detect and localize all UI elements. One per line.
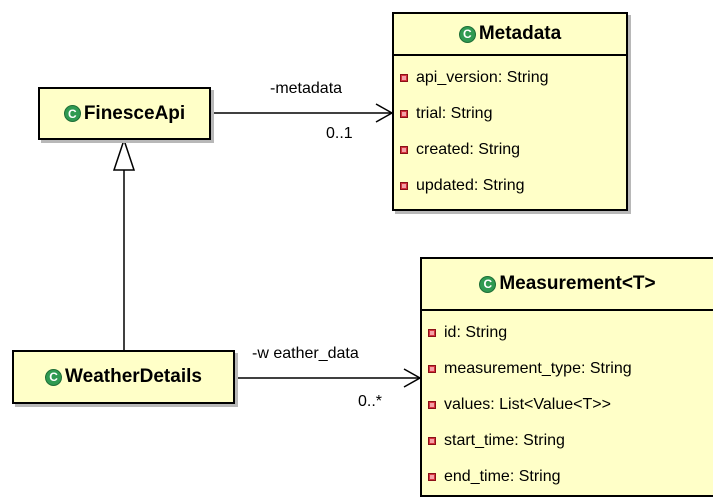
attribute-text: updated: String [416, 177, 525, 194]
metadata-header: C Metadata [394, 14, 626, 54]
attribute-text: created: String [416, 141, 521, 158]
attribute-row[interactable]: created: String [394, 132, 626, 168]
attribute-list: api_version: String trial: String create… [394, 54, 626, 204]
private-field-icon [428, 401, 436, 409]
attribute-text: id: String [444, 324, 508, 341]
attribute-text: start_time: String [444, 432, 565, 449]
attribute-text: end_time: String [444, 468, 561, 485]
attribute-text: values: List<Value<T>> [444, 396, 611, 413]
class-name: WeatherDetails [65, 366, 202, 387]
generalization-arrowhead [112, 137, 136, 171]
private-field-icon [428, 365, 436, 373]
metadata-role-label: -metadata [270, 80, 343, 97]
finesce-api-header: C FinesceApi [40, 89, 209, 138]
class-icon: C [458, 25, 476, 43]
private-field-icon [428, 437, 436, 445]
attribute-row[interactable]: api_version: String [394, 60, 626, 96]
class-icon: C [45, 368, 63, 386]
measurement-class[interactable]: C Measurement<T> id: String measurement_… [420, 257, 713, 497]
weather-data-role-label: -w eather_data [252, 345, 359, 362]
private-field-icon [428, 473, 436, 481]
class-name: FinesceApi [83, 102, 186, 124]
attribute-row[interactable]: updated: String [394, 168, 626, 204]
private-field-icon [428, 329, 436, 337]
attribute-text: trial: String [416, 105, 493, 122]
private-field-icon [400, 182, 408, 190]
weather-details-class[interactable]: C WeatherDetails [12, 350, 235, 404]
attribute-list: id: String measurement_type: String valu… [422, 309, 713, 495]
private-field-icon [400, 146, 408, 154]
attribute-text: measurement_type: String [444, 360, 632, 377]
attribute-row[interactable]: measurement_type: String [422, 351, 713, 387]
private-field-icon [400, 110, 408, 118]
attribute-text: api_version: String [416, 69, 549, 86]
metadata-multiplicity-label: 0..1 [326, 125, 353, 142]
weather-data-multiplicity-label: 0..* [358, 393, 383, 410]
finesce-api-class[interactable]: C FinesceApi [38, 87, 211, 140]
class-icon: C [63, 105, 81, 122]
class-icon: C [479, 275, 497, 293]
class-name: Metadata [478, 23, 562, 44]
metadata-class[interactable]: C Metadata api_version: String trial: St… [392, 12, 628, 211]
attribute-row[interactable]: values: List<Value<T>> [422, 387, 713, 423]
private-field-icon [400, 74, 408, 82]
class-name: Measurement<T> [499, 273, 656, 294]
measurement-header: C Measurement<T> [422, 259, 713, 309]
weather-details-header: C WeatherDetails [14, 352, 233, 402]
attribute-row[interactable]: end_time: String [422, 459, 713, 495]
attribute-row[interactable]: trial: String [394, 96, 626, 132]
attribute-row[interactable]: id: String [422, 315, 713, 351]
attribute-row[interactable]: start_time: String [422, 423, 713, 459]
